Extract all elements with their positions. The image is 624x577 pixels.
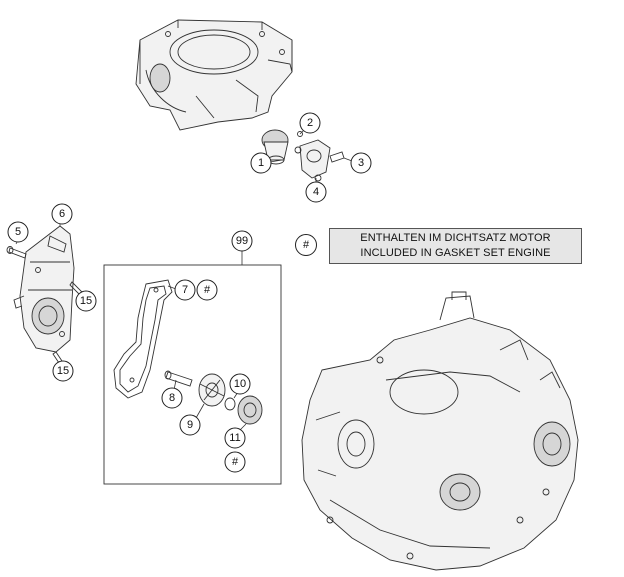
- gasket-7: [113, 279, 173, 399]
- impeller-9: [198, 373, 226, 407]
- callout-1: 1: [250, 152, 272, 174]
- callout-7: 7: [174, 279, 196, 301]
- callout-8: 8: [161, 387, 183, 409]
- thermostat-housing: [294, 131, 331, 182]
- legend-text-de: ENTHALTEN IM DICHTSATZ MOTOR: [360, 232, 551, 244]
- radial-seal-11: [237, 395, 263, 425]
- callout-3-label: 3: [358, 157, 364, 169]
- callout-2: 2: [299, 112, 321, 134]
- callout-3: 3: [350, 152, 372, 174]
- water-pump-cover: [13, 225, 75, 353]
- callout-15-upper-label: 15: [80, 295, 92, 307]
- callout-10: 10: [229, 373, 251, 395]
- callout-6-label: 6: [59, 208, 65, 220]
- callout-5: 5: [7, 221, 29, 243]
- screw-3: [329, 151, 345, 163]
- callout-6: 6: [51, 203, 73, 225]
- callout-7-label: 7: [182, 284, 188, 296]
- callout-11: 11: [224, 427, 246, 449]
- impeller-shaft-8: [164, 370, 193, 387]
- callout-9: 9: [179, 414, 201, 436]
- legend-text-en: INCLUDED IN GASKET SET ENGINE: [360, 247, 551, 259]
- callout-9-label: 9: [187, 419, 193, 431]
- legend-box: ENTHALTEN IM DICHTSATZ MOTOR INCLUDED IN…: [329, 228, 582, 264]
- callout-99-label: 99: [236, 235, 248, 247]
- callout-11-hash-label: #: [232, 456, 239, 468]
- callout-99: 99: [231, 230, 253, 252]
- callout-7-hash: #: [196, 279, 218, 301]
- screw-5: [6, 246, 27, 259]
- callout-15-lower: 15: [52, 360, 74, 382]
- legend-marker: #: [295, 234, 317, 256]
- callout-11-hash: #: [224, 451, 246, 473]
- callout-1-label: 1: [258, 157, 264, 169]
- seal-ring-10: [224, 397, 236, 411]
- callout-11-label: 11: [229, 432, 240, 444]
- cylinder: [135, 19, 293, 131]
- callout-15-upper: 15: [75, 290, 97, 312]
- callout-4-label: 4: [313, 186, 319, 198]
- callout-7-hash-label: #: [204, 284, 211, 296]
- kit-99-frame: [103, 251, 282, 485]
- callout-8-label: 8: [169, 392, 175, 404]
- callout-15-lower-label: 15: [57, 365, 69, 377]
- callout-10-label: 10: [234, 378, 246, 390]
- callout-2-label: 2: [307, 117, 313, 129]
- engine-case: [301, 291, 579, 571]
- callout-4: 4: [305, 181, 327, 203]
- callout-5-label: 5: [15, 226, 21, 238]
